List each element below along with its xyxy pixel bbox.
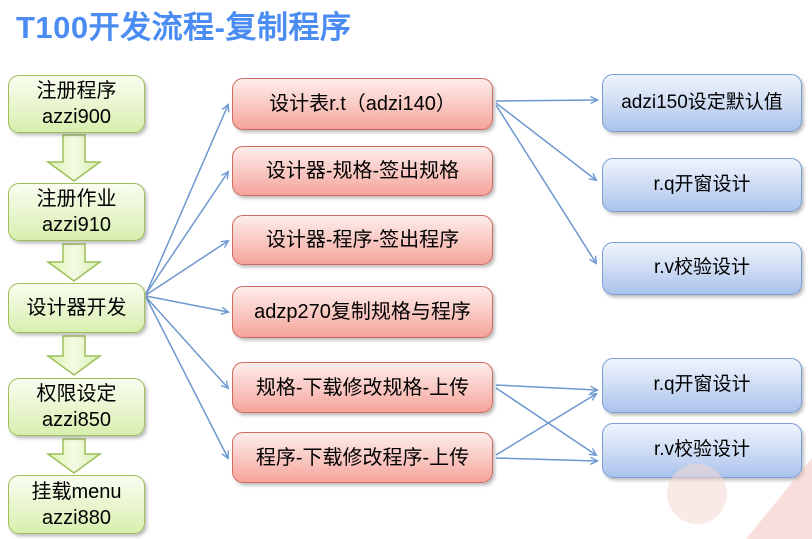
node-register-job-azzi910: 注册作业 azzi910	[8, 183, 145, 241]
node-adzp270-copy-spec-program: adzp270复制规格与程序	[232, 286, 493, 338]
node-register-program-azzi900: 注册程序 azzi900	[8, 75, 145, 133]
page-title: T100开发流程-复制程序	[16, 10, 352, 45]
node-designer-spec-checkout: 设计器-规格-签出规格	[232, 146, 493, 196]
node-adzi150-default-value: adzi150设定默认值	[602, 74, 802, 132]
node-permission-setting-azzi850: 权限设定 azzi850	[8, 378, 145, 436]
node-rq-popup-design-top: r.q开窗设计	[602, 158, 802, 212]
node-rv-validation-design-top: r.v校验设计	[602, 242, 802, 295]
node-rv-validation-design-bottom: r.v校验设计	[602, 423, 802, 478]
node-designer-program-checkout: 设计器-程序-签出程序	[232, 215, 493, 265]
node-spec-download-modify-upload: 规格-下载修改规格-上传	[232, 362, 493, 413]
node-mount-menu-azzi880: 挂载menu azzi880	[8, 475, 145, 534]
node-designer-development: 设计器开发	[8, 283, 145, 333]
node-design-table-adzi140: 设计表r.t（adzi140）	[232, 78, 493, 130]
node-program-download-modify-upload: 程序-下载修改程序-上传	[232, 432, 493, 483]
node-rq-popup-design-bottom: r.q开窗设计	[602, 358, 802, 413]
